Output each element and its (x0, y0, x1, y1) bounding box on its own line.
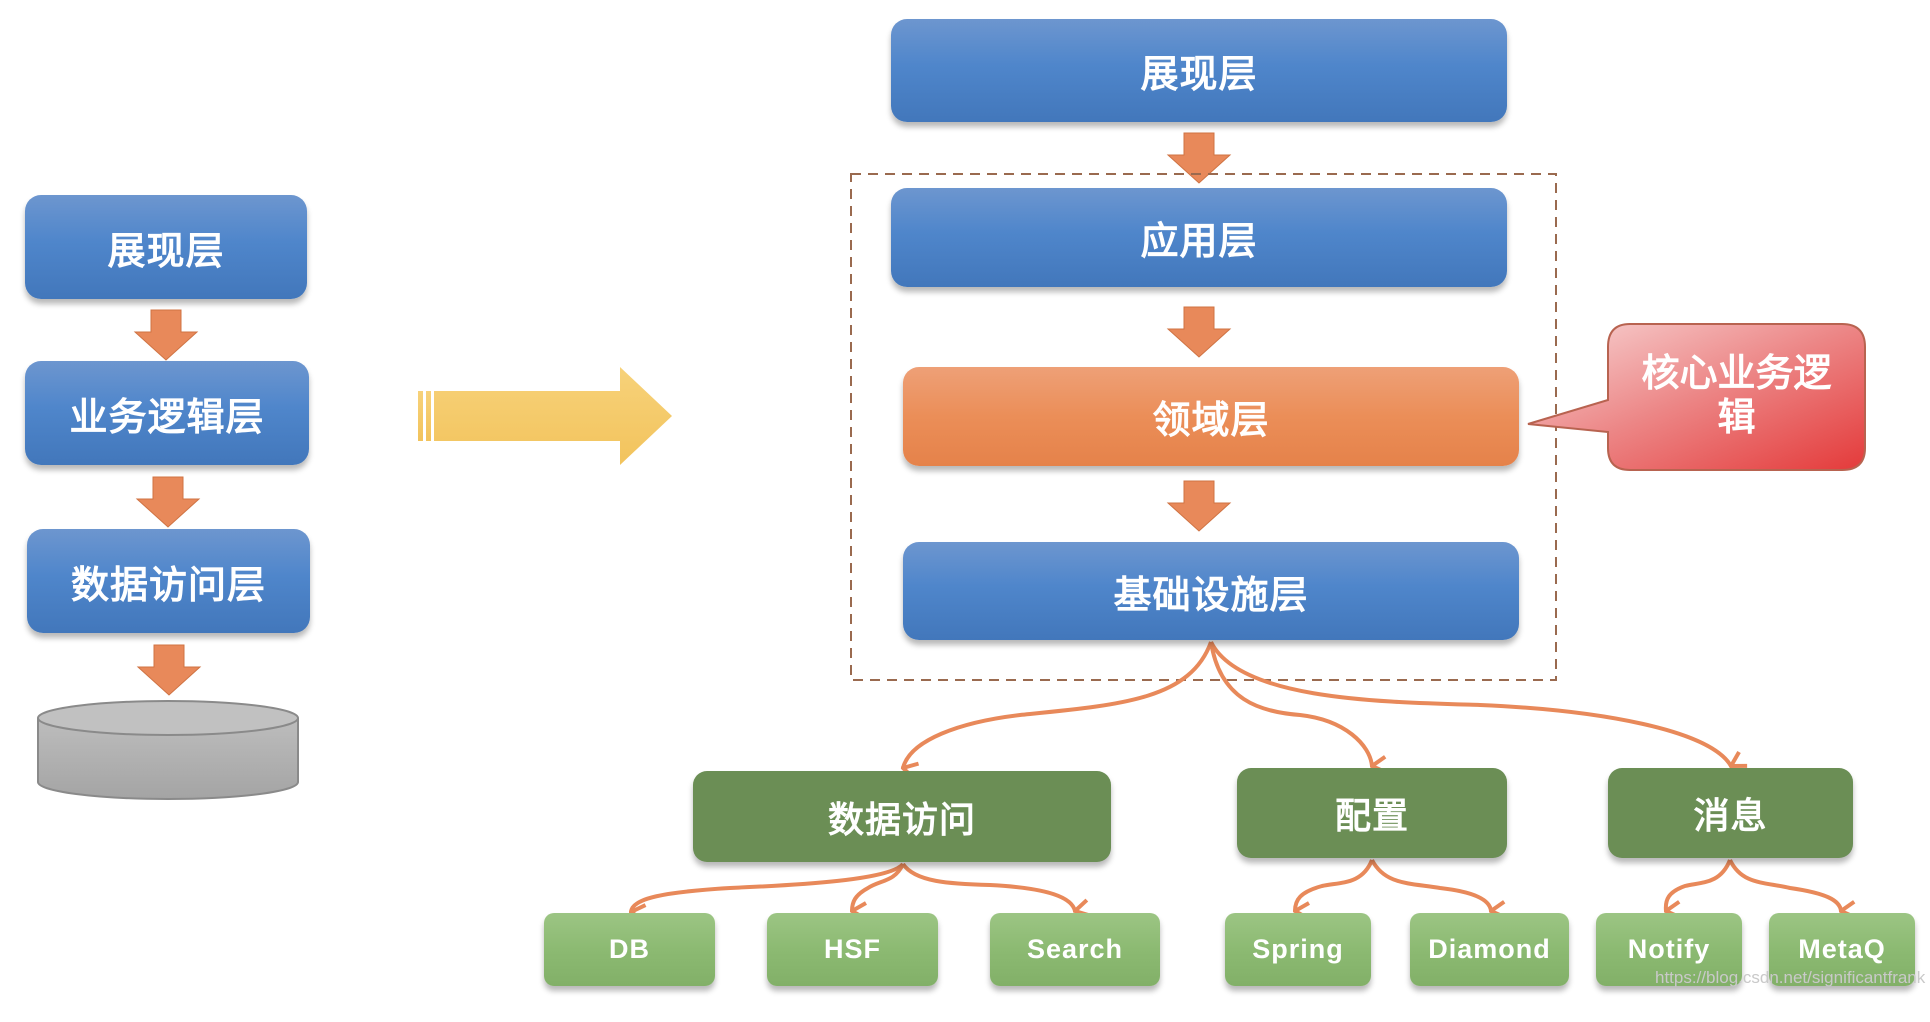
node-label: 数据访问 (827, 799, 976, 841)
leaf-spring: Spring (1225, 913, 1371, 986)
layer-label: 业务逻辑层 (69, 394, 265, 439)
down-arrow-icon (1166, 306, 1232, 358)
down-arrow-icon (1166, 132, 1232, 184)
application-layer: 应用层 (891, 188, 1507, 287)
core-business-logic-callout: 核心业务逻 辑 (1608, 351, 1865, 439)
leaf-search: Search (990, 913, 1160, 986)
leaf-metaq: MetaQ (1769, 913, 1915, 986)
left-presentation-layer: 展现层 (25, 195, 307, 299)
leaf-db: DB (544, 913, 715, 986)
config-node: 配置 (1237, 768, 1507, 858)
right-arrow-icon (418, 367, 672, 465)
leaf-label: MetaQ (1798, 934, 1886, 964)
leaf-hsf: HSF (767, 913, 938, 986)
domain-layer: 领域层 (903, 367, 1519, 466)
data-access-connectors (631, 862, 1075, 912)
down-arrow-icon (1166, 480, 1232, 532)
down-arrow-icon (136, 644, 202, 696)
right-presentation-layer: 展现层 (891, 19, 1507, 122)
down-arrow-icon (135, 476, 201, 528)
data-access-node: 数据访问 (693, 771, 1111, 862)
left-business-logic-layer: 业务逻辑层 (25, 361, 309, 465)
infrastructure-connectors (903, 641, 1731, 768)
callout-line-2: 辑 (1717, 395, 1756, 439)
node-label: 消息 (1693, 796, 1768, 837)
leaf-label: HSF (824, 934, 881, 964)
layer-label: 应用层 (1140, 219, 1258, 263)
message-node: 消息 (1608, 768, 1853, 858)
layer-label: 数据访问层 (70, 562, 266, 607)
leaf-label: Spring (1252, 934, 1344, 964)
callout-line-1: 核心业务逻 (1641, 351, 1832, 395)
node-label: 配置 (1334, 796, 1409, 837)
leaf-label: Diamond (1428, 934, 1551, 964)
layer-label: 展现层 (1140, 52, 1258, 96)
layer-label: 领域层 (1152, 398, 1270, 442)
leaf-diamond: Diamond (1410, 913, 1569, 986)
config-connectors (1295, 859, 1491, 911)
left-data-access-layer: 数据访问层 (27, 529, 310, 633)
leaf-label: DB (609, 934, 650, 964)
leaf-label: Notify (1627, 934, 1711, 964)
down-arrow-icon (133, 309, 199, 361)
database-cylinder-icon (37, 700, 299, 800)
leaf-label: Search (1026, 934, 1124, 964)
watermark: https://blog.csdn.net/significantfrank (1655, 968, 1926, 987)
message-connectors (1666, 859, 1841, 911)
infrastructure-layer: 基础设施层 (903, 542, 1519, 640)
layer-label: 展现层 (107, 228, 225, 273)
layer-label: 基础设施层 (1113, 572, 1309, 617)
leaf-notify: Notify (1596, 913, 1742, 986)
